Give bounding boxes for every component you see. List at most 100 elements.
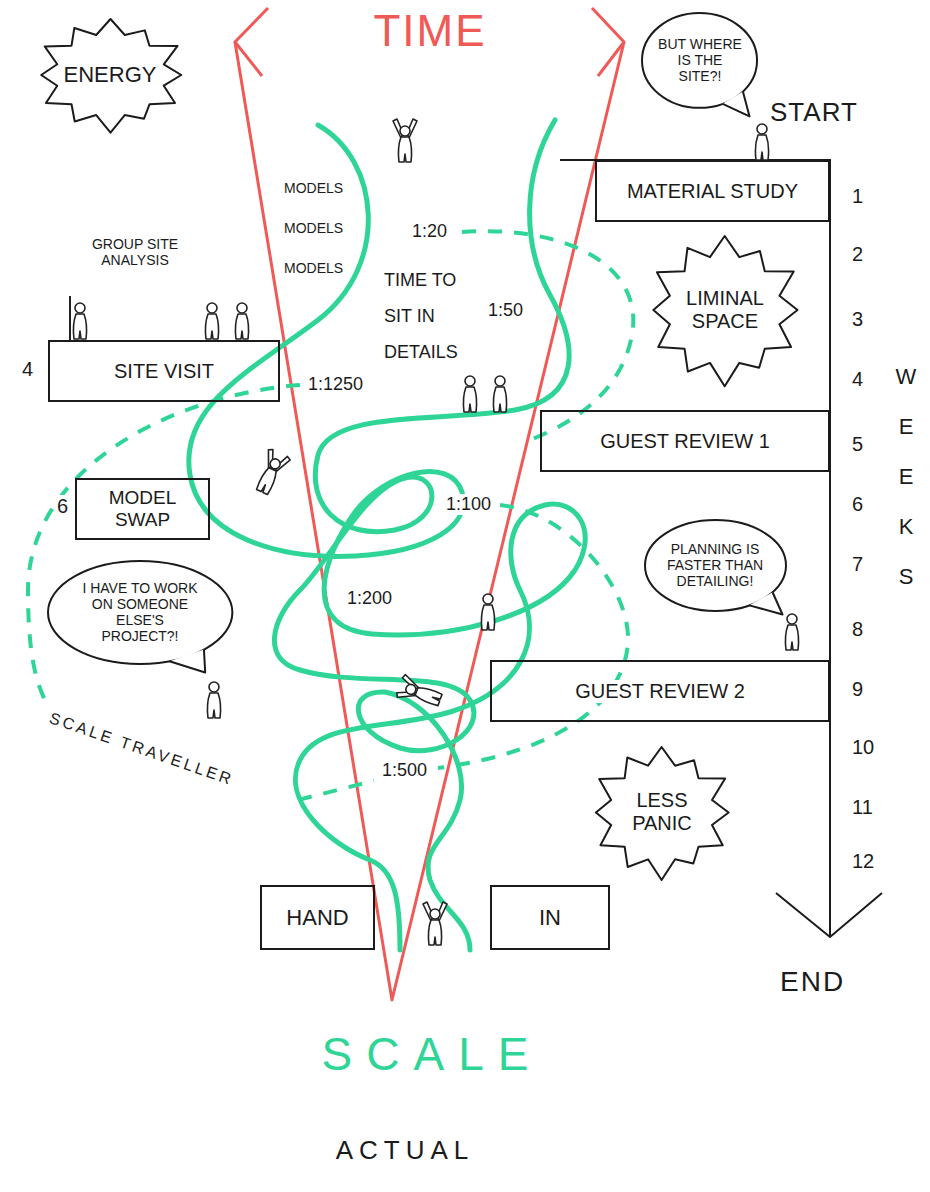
axis-title: SCALE [320, 1028, 545, 1081]
node-text: PLANNING IS FASTER THAN DETAILING! [663, 541, 767, 589]
text-wrap: ENERGY [64, 62, 157, 87]
node-text: I HAVE TO WORK ON SOMEONE ELSE'S PROJECT… [77, 580, 203, 644]
timeline-start: START [768, 98, 860, 128]
process-box: GUEST REVIEW 1 [540, 410, 830, 472]
person-figure [73, 303, 86, 339]
axis-title: TIME [371, 6, 488, 57]
starburst-note: LIMINAL SPACE [645, 233, 804, 387]
speech-bubble: PLANNING IS FASTER THAN DETAILING! [643, 518, 788, 613]
week-number: 5 [850, 433, 865, 456]
person-figure [393, 119, 417, 162]
note: MODELS [282, 220, 345, 236]
week-number: 6 [850, 493, 865, 516]
node-text: MODEL SWAP [98, 487, 188, 531]
node-text: HAND [286, 905, 348, 930]
speech-bubble: I HAVE TO WORK ON SOMEONE ELSE'S PROJECT… [46, 559, 234, 666]
dashed-scale-path [298, 781, 374, 800]
text-wrap: GUEST REVIEW 2 [575, 680, 745, 703]
week-number: 4 [20, 358, 35, 381]
note: MODELS [282, 260, 345, 276]
process-box: SITE VISIT [48, 340, 280, 402]
text-wrap: SITE VISIT [114, 360, 214, 383]
timeline-axis [560, 160, 830, 937]
process-box: MATERIAL STUDY [595, 160, 830, 222]
speech-bubble: BUT WHERE IS THE SITE?! [640, 11, 759, 110]
text-wrap: LIMINAL SPACE [680, 287, 770, 333]
text-wrap: PLANNING IS FASTER THAN DETAILING! [663, 541, 767, 589]
bubble-tail [749, 592, 782, 614]
process-box: MODEL SWAP [75, 478, 210, 540]
node-text: GUEST REVIEW 1 [600, 430, 770, 453]
process-box: IN [490, 885, 610, 950]
survey-pole [69, 296, 71, 340]
week-number: 2 [850, 243, 865, 266]
text-wrap: BUT WHERE IS THE SITE?! [655, 36, 745, 84]
person-figure [785, 614, 798, 650]
node-text: GUEST REVIEW 2 [575, 680, 745, 703]
week-number: 8 [850, 618, 865, 641]
week-number: 9 [850, 678, 865, 701]
node-text: SITE VISIT [114, 360, 214, 383]
bubble-ellipse [48, 561, 232, 664]
starburst-path [596, 747, 729, 880]
process-box: HAND [260, 885, 375, 950]
caption: ACTUAL [334, 1136, 477, 1166]
week-number: 1 [850, 185, 865, 208]
scale-squiggle [274, 120, 569, 950]
week-number: 12 [850, 850, 876, 873]
scale-ratio: 1:20 [410, 221, 449, 242]
note: MODELS [282, 180, 345, 196]
text-wrap: GUEST REVIEW 1 [600, 430, 770, 453]
arrow-head [776, 893, 882, 937]
text-wrap: IN [539, 905, 561, 930]
bubble-tail [169, 649, 205, 672]
person-figure [755, 124, 768, 160]
node-text: BUT WHERE IS THE SITE?! [655, 36, 745, 84]
path-label: SCALE TRAVELLER [45, 709, 238, 791]
arrow-head [235, 8, 268, 76]
node-text: LESS PANIC [622, 789, 702, 835]
process-box: GUEST REVIEW 2 [490, 660, 830, 722]
starburst-note: LESS PANIC [588, 744, 735, 881]
node-text: IN [539, 905, 561, 930]
text-wrap: I HAVE TO WORK ON SOMEONE ELSE'S PROJECT… [77, 580, 203, 644]
person-figure [235, 303, 248, 339]
person-figure [251, 448, 291, 497]
time-funnel [235, 42, 624, 1000]
arrow-head [592, 8, 624, 76]
axis-label: WEEKS [893, 352, 919, 602]
scale-ratio: 1:1250 [306, 374, 365, 395]
starburst-path [654, 236, 798, 386]
text-wrap: MATERIAL STUDY [627, 180, 798, 203]
dashed-scale-path [462, 231, 633, 440]
week-number: 7 [850, 553, 865, 576]
scale-ratio: 1:50 [486, 300, 525, 321]
scale-ratio: 1:500 [380, 760, 429, 781]
note: GROUP SITE ANALYSIS [73, 236, 197, 268]
person-figure [481, 594, 494, 630]
week-number: 10 [850, 736, 876, 759]
text-wrap: HAND [286, 905, 348, 930]
node-text: ENERGY [64, 62, 157, 87]
node-text: LIMINAL SPACE [680, 287, 770, 333]
week-number: 3 [850, 308, 865, 331]
starburst-path [41, 19, 181, 133]
person-figure [207, 682, 220, 718]
person-figure [423, 902, 447, 945]
scale-ratio: 1:100 [444, 494, 493, 515]
person-figure [493, 376, 506, 412]
scale-ratio: 1:200 [345, 588, 394, 609]
scale-squiggle [189, 125, 585, 950]
text-wrap: LESS PANIC [622, 789, 702, 835]
week-number: 6 [55, 495, 70, 518]
node-text: MATERIAL STUDY [627, 180, 798, 203]
bubble-tail [723, 91, 750, 116]
timeline-end: END [778, 966, 847, 998]
person-figure [205, 303, 218, 339]
week-number: 4 [850, 368, 865, 391]
starburst-note: ENERGY [33, 16, 188, 134]
person-figure [463, 376, 476, 412]
note: TIME TO SIT IN DETAILS [382, 262, 486, 370]
text-wrap: MODEL SWAP [98, 487, 188, 531]
